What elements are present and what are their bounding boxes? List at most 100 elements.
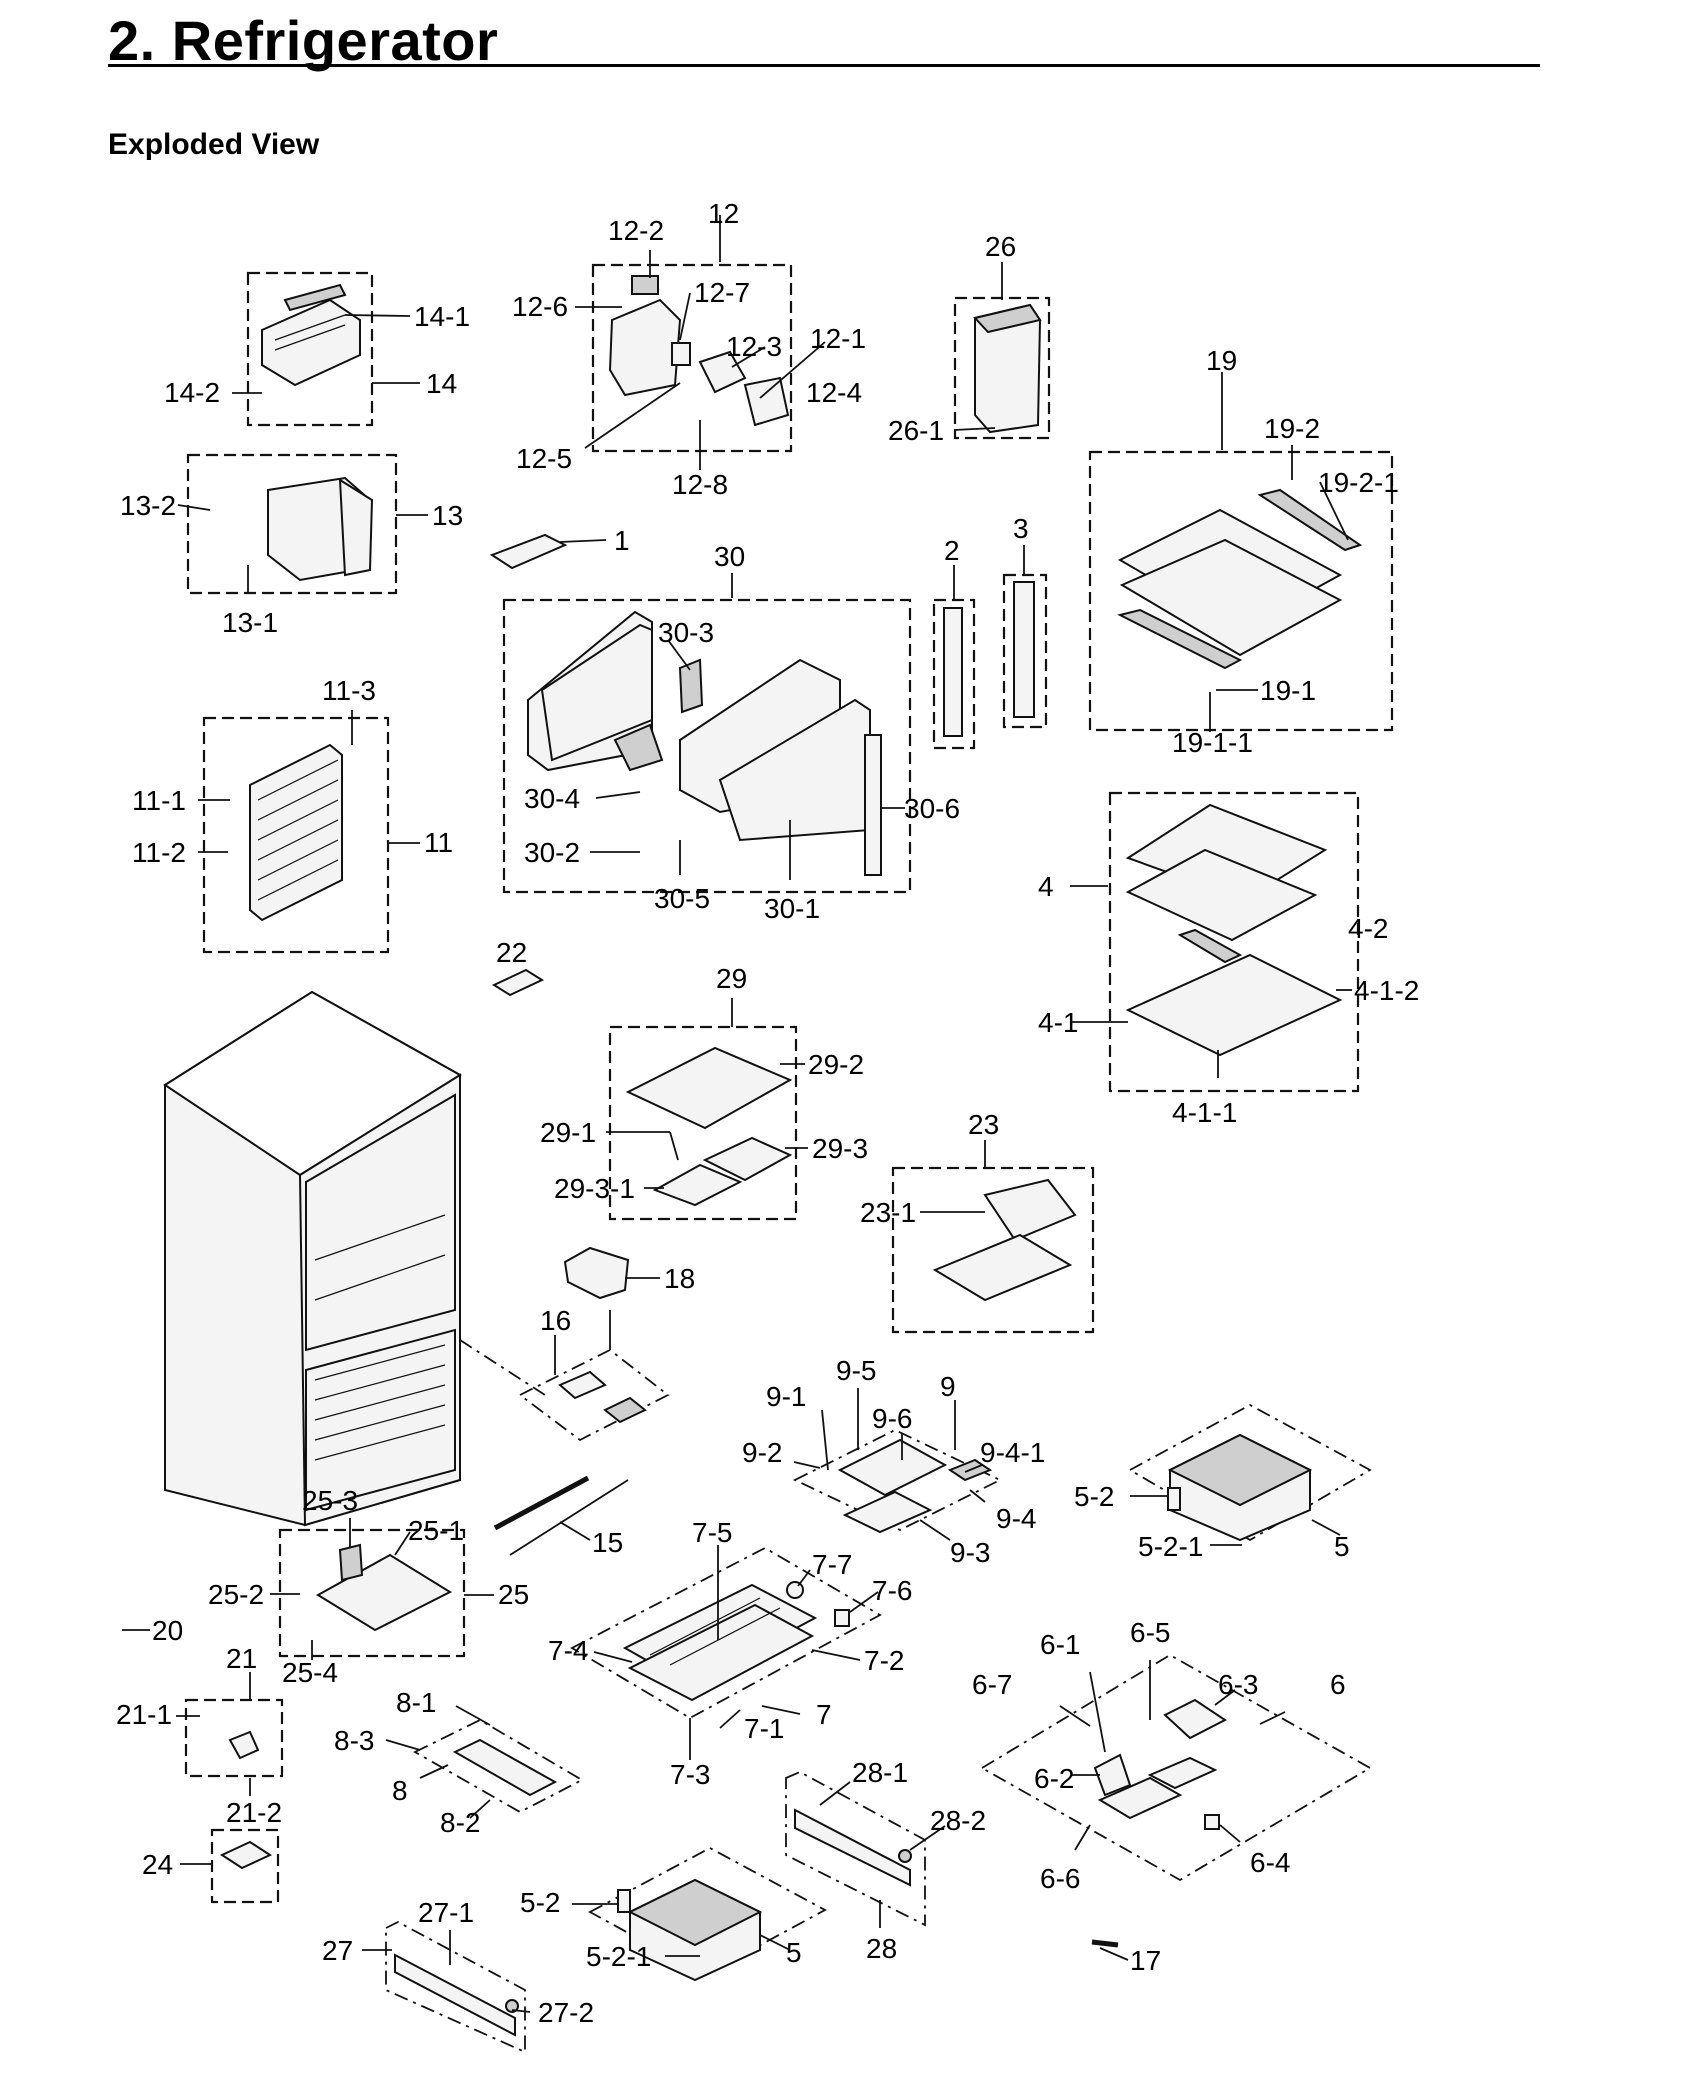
callout-14-1: 14-1: [414, 301, 470, 332]
callout-12-5: 12-5: [516, 443, 572, 474]
callout-14-2: 14-2: [164, 377, 220, 408]
part-18: 18: [563, 1246, 695, 1300]
assembly-29: 29 29-2 29-1 29-3 29-3-1: [540, 963, 868, 1221]
callout-11: 11: [424, 827, 453, 858]
callout-26-1: 26-1: [888, 415, 944, 446]
callout-28-2: 28-2: [930, 1805, 986, 1836]
callout-6-2: 6-2: [1034, 1763, 1074, 1794]
callout-5-2-1-upper: 5-2-1: [1138, 1531, 1203, 1562]
callout-8: 8: [392, 1775, 408, 1806]
callout-20: 20: [152, 1615, 183, 1646]
subtitle: Exploded View: [108, 128, 320, 161]
callout-25-3: 25-3: [302, 1485, 358, 1516]
part-2: 2: [932, 535, 976, 750]
callout-25-4: 25-4: [282, 1657, 338, 1688]
callout-24: 24: [142, 1849, 173, 1880]
callout-9-3: 9-3: [950, 1537, 990, 1568]
callout-13: 13: [432, 500, 463, 531]
callout-7: 7: [816, 1699, 832, 1730]
callout-30: 30: [714, 541, 745, 572]
part-15: 15: [493, 1475, 629, 1558]
callout-17: 17: [1130, 1945, 1161, 1976]
assembly-12: 12 12-2 12-7 12-6 12-3 12-1 12-4 12-5 12…: [512, 198, 866, 500]
callout-7-1: 7-1: [744, 1713, 784, 1744]
callout-5-2-upper: 5-2: [1074, 1481, 1114, 1512]
callout-6-1: 6-1: [1040, 1629, 1080, 1660]
callout-7-5: 7-5: [692, 1517, 732, 1548]
callout-12: 12: [708, 198, 739, 229]
assembly-4: 4 4-2 4-1-2 4-1 4-1-1: [1038, 791, 1419, 1128]
callout-9-5: 9-5: [836, 1355, 876, 1386]
callout-21-1: 21-1: [116, 1699, 172, 1730]
callout-9-1: 9-1: [766, 1381, 806, 1412]
callout-6: 6: [1330, 1669, 1346, 1700]
callout-13-2: 13-2: [120, 490, 176, 521]
callout-30-6: 30-6: [904, 793, 960, 824]
callout-30-2: 30-2: [524, 837, 580, 868]
callout-8-2: 8-2: [440, 1807, 480, 1838]
cabinet: [163, 990, 546, 1527]
part-17: 17: [1091, 1939, 1161, 1976]
callout-4: 4: [1038, 871, 1054, 902]
callout-4-2: 4-2: [1348, 913, 1388, 944]
part-24: 24: [142, 1828, 280, 1904]
assembly-30: 30 30-3 30-4 30-2 30-5 30-1 30-6: [502, 541, 960, 924]
callout-12-2: 12-2: [608, 215, 664, 246]
callout-4-1-1: 4-1-1: [1172, 1097, 1237, 1128]
callout-1: 1: [614, 525, 630, 556]
callout-9-4-1: 9-4-1: [980, 1437, 1045, 1468]
callout-7-6: 7-6: [872, 1575, 912, 1606]
callout-22: 22: [496, 937, 527, 968]
callout-5-2-1-lower: 5-2-1: [586, 1941, 651, 1972]
assembly-14: 14-1 14 14-2: [164, 271, 470, 427]
callout-6-7: 6-7: [972, 1669, 1012, 1700]
part-20: 20: [122, 1615, 183, 1646]
assembly-11: 11-3 11-1 11-2 11: [132, 675, 453, 954]
callout-28: 28: [866, 1933, 897, 1964]
callout-5-2-lower: 5-2: [520, 1887, 560, 1918]
callout-5-lower: 5: [786, 1937, 802, 1968]
callout-9-6: 9-6: [872, 1403, 912, 1434]
callout-27-2: 27-2: [538, 1997, 594, 2028]
callout-29-3: 29-3: [812, 1133, 868, 1164]
assembly-19: 19 19-2 19-2-1 19-1 19-1-1: [1088, 345, 1399, 758]
assembly-27: 27-1 27 27-2: [322, 1897, 594, 2054]
callout-27-1: 27-1: [418, 1897, 474, 1928]
assembly-23: 23 23-1: [860, 1109, 1095, 1334]
assembly-21: 21 21-1 21-2: [116, 1643, 284, 1828]
part-22: 22: [491, 937, 545, 997]
callout-7-2: 7-2: [864, 1645, 904, 1676]
assembly-5-upper: 5-2 5-2-1 5: [1074, 1403, 1372, 1562]
callout-19-1: 19-1: [1260, 675, 1316, 706]
assembly-25: 25-3 25-1 25-2 25 25-4: [208, 1485, 529, 1688]
assembly-6: 6-1 6-5 6-7 6-3 6 6-2 6-6 6-4: [972, 1617, 1372, 1894]
callout-12-6: 12-6: [512, 291, 568, 322]
callout-13-1: 13-1: [222, 607, 278, 638]
callout-8-1: 8-1: [396, 1687, 436, 1718]
callout-8-3: 8-3: [334, 1725, 374, 1756]
callout-6-6: 6-6: [1040, 1863, 1080, 1894]
callout-25: 25: [498, 1579, 529, 1610]
assembly-13: 13-2 13 13-1: [120, 453, 463, 638]
callout-9-4: 9-4: [996, 1503, 1036, 1534]
part-1: 1: [489, 525, 630, 570]
callout-11-2: 11-2: [132, 837, 186, 868]
callout-12-1: 12-1: [810, 323, 866, 354]
callout-23: 23: [968, 1109, 999, 1140]
callout-29-1: 29-1: [540, 1117, 596, 1148]
callout-5-upper: 5: [1334, 1531, 1350, 1562]
assembly-28: 28-1 28-2 28: [785, 1757, 986, 1964]
callout-12-7: 12-7: [694, 277, 750, 308]
callout-12-3: 12-3: [726, 331, 782, 362]
part-3: 3: [1002, 513, 1048, 729]
callout-21: 21: [226, 1643, 257, 1674]
callout-16: 16: [540, 1305, 571, 1336]
callout-19: 19: [1206, 345, 1237, 376]
assembly-7: 7-5 7-7 7-6 7-4 7-2 7 7-1 7-3: [548, 1517, 912, 1790]
callout-7-3: 7-3: [670, 1759, 710, 1790]
callout-4-1-2: 4-1-2: [1354, 975, 1419, 1006]
callout-25-1: 25-1: [408, 1515, 464, 1546]
callout-18: 18: [664, 1263, 695, 1294]
callout-29: 29: [716, 963, 747, 994]
